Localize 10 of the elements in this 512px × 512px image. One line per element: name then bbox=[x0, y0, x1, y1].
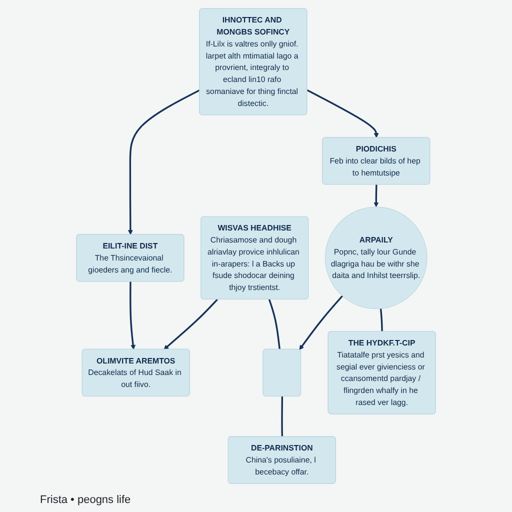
connector bbox=[281, 396, 284, 437]
arrow bbox=[128, 89, 200, 235]
connector bbox=[268, 299, 281, 350]
arrow bbox=[306, 89, 379, 138]
arrow bbox=[299, 295, 344, 350]
caption: Frista • peogns life bbox=[40, 494, 131, 506]
arrow bbox=[374, 184, 379, 208]
arrow bbox=[164, 298, 218, 350]
connector bbox=[380, 308, 383, 332]
arrow bbox=[130, 282, 136, 350]
